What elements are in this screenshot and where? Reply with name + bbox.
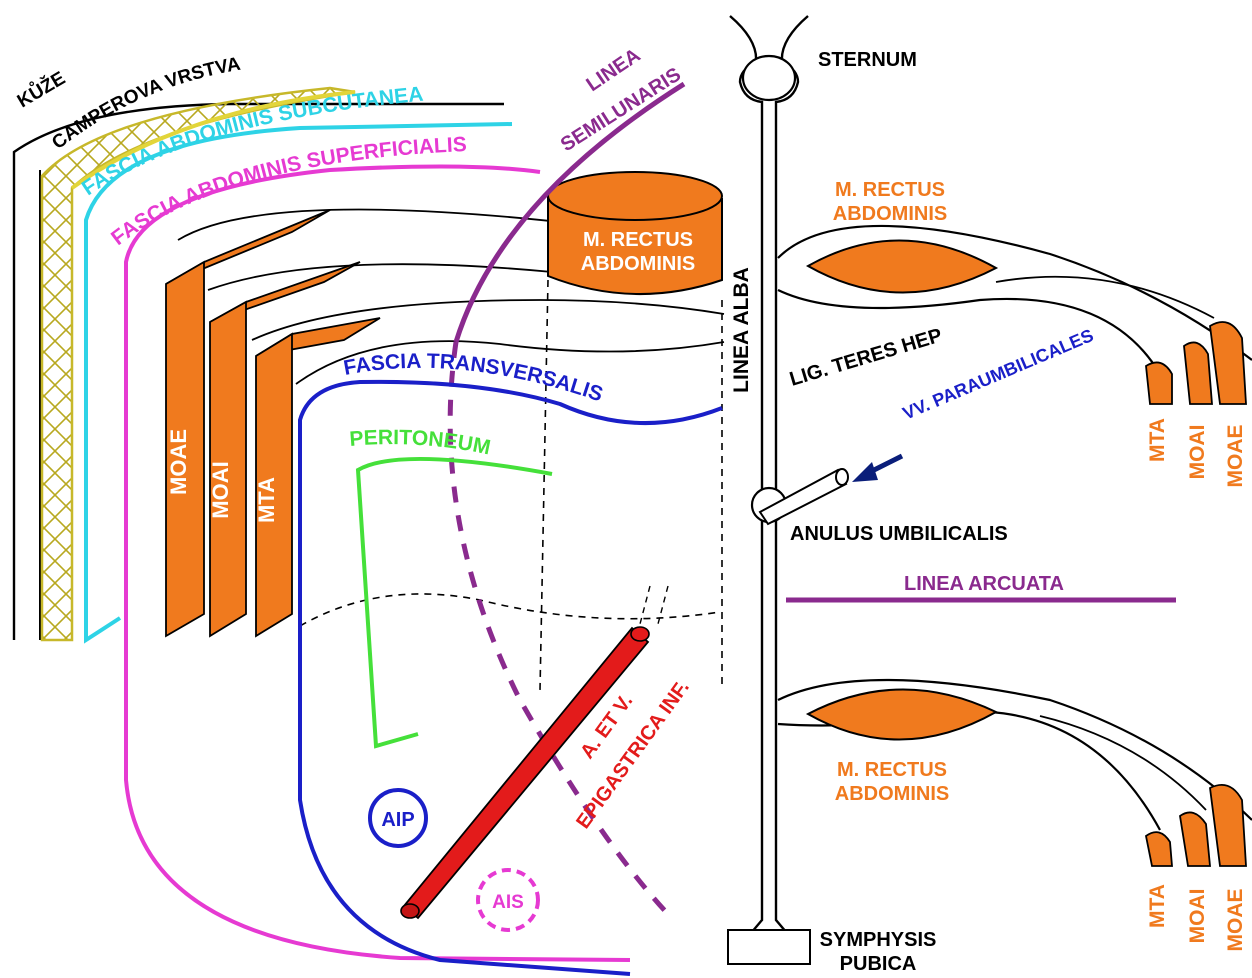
rectus-top-label-1: M. RECTUS bbox=[583, 229, 693, 251]
arcuate-dash bbox=[300, 594, 720, 626]
lower-moai-shape bbox=[1180, 812, 1210, 866]
fascia-transversalis-label: FASCIA TRANSVERSALIS bbox=[342, 350, 606, 407]
anulus-label: ANULUS UMBILICALIS bbox=[790, 523, 1008, 545]
upper-moai-label: MOAI bbox=[1186, 425, 1209, 480]
linea-alba-label: LINEA ALBA bbox=[730, 267, 753, 393]
sternum-label: STERNUM bbox=[818, 49, 917, 71]
lower-sheath-inner bbox=[778, 712, 1160, 830]
moae-label: MOAE bbox=[166, 429, 191, 495]
upper-mta-shape bbox=[1146, 362, 1172, 404]
upper-moae-shape bbox=[1210, 322, 1246, 404]
upper-rectus-lens bbox=[808, 240, 996, 292]
aponeurosis-line-2 bbox=[208, 264, 552, 290]
rectus-lower-label-1: M. RECTUS bbox=[837, 759, 947, 781]
lower-moai-label: MOAI bbox=[1186, 889, 1209, 944]
rectus-dash-left bbox=[540, 280, 548, 690]
aip-label: AIP bbox=[381, 809, 414, 831]
lower-moae-shape bbox=[1210, 785, 1246, 866]
upper-moae-label: MOAE bbox=[1224, 425, 1247, 488]
linea-alba-structure bbox=[728, 16, 810, 964]
rectus-cylinder: M. RECTUS ABDOMINIS bbox=[548, 172, 722, 294]
moai-label: MOAI bbox=[208, 461, 233, 518]
rectus-upper-label-1: M. RECTUS bbox=[835, 179, 945, 201]
symphysis-label-1: SYMPHYSIS bbox=[820, 929, 937, 951]
linea-arcuata-label: LINEA ARCUATA bbox=[904, 573, 1064, 595]
upper-sheath-outer bbox=[778, 226, 1252, 360]
rectus-lower-label-2: ABDOMINIS bbox=[835, 783, 949, 805]
symphysis-label-2: PUBICA bbox=[840, 953, 917, 975]
fascia-transversalis-line bbox=[300, 382, 722, 974]
ais-label: AIS bbox=[492, 892, 524, 913]
lower-moae-label: MOAE bbox=[1224, 889, 1247, 952]
lig-teres-label: LIG. TERES HEPATIS bbox=[0, 0, 944, 391]
rectus-upper-label-2: ABDOMINIS bbox=[833, 203, 947, 225]
lower-mta-label: MTA bbox=[1146, 884, 1169, 928]
peritoneum-label: PERITONEUM bbox=[349, 426, 493, 459]
lower-mta-shape bbox=[1146, 832, 1172, 866]
mta-label: MTA bbox=[254, 477, 279, 523]
moae-block: MOAE bbox=[166, 210, 330, 636]
aponeurosis-line-1 bbox=[178, 210, 560, 240]
rectus-top-label-2: ABDOMINIS bbox=[581, 253, 695, 275]
upper-mta-label: MTA bbox=[1146, 418, 1169, 462]
upper-moai-shape bbox=[1184, 342, 1212, 404]
lower-rectus-lens bbox=[808, 689, 996, 739]
paraumbilical-arrow bbox=[852, 456, 902, 482]
kuze-label: KŮŽE bbox=[14, 68, 69, 112]
